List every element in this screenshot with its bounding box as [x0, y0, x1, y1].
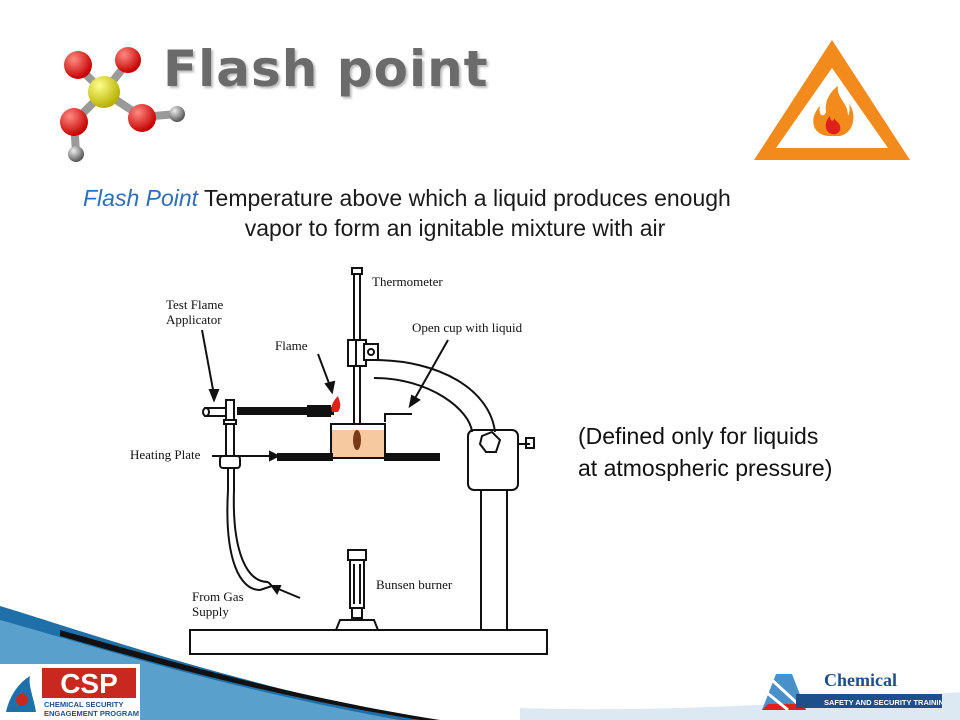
chemical-tagline: SAFETY AND SECURITY TRAINING [824, 698, 942, 707]
label-bunsen-burner: Bunsen burner [376, 577, 453, 592]
flash-point-apparatus-diagram [189, 267, 548, 655]
label-test-flame-applicator: Test Flame Applicator [166, 297, 224, 327]
definition-line-1: Temperature above which a liquid produce… [198, 185, 731, 211]
stand-column [480, 487, 508, 631]
fire-warning-icon [754, 40, 910, 160]
csp-line-2: ENGAGEMENT PROGRAM [44, 709, 139, 718]
flask-icon [762, 674, 806, 712]
stand-base [189, 629, 548, 655]
definition-term: Flash Point [83, 185, 199, 211]
heating-plate-right [384, 453, 440, 461]
chemical-training-logo: Chemical SAFETY AND SECURITY TRAINING [762, 670, 942, 712]
test-flame [331, 396, 341, 412]
molecule-icon [60, 47, 185, 162]
chemical-word: Chemical [824, 670, 897, 690]
page-title: Flash point [163, 40, 489, 98]
heating-plate-left [277, 453, 333, 461]
label-open-cup: Open cup with liquid [412, 320, 523, 335]
flash-point-definition: Flash Point Temperature above which a li… [60, 183, 860, 243]
label-thermometer: Thermometer [372, 274, 443, 289]
label-flame: Flame [275, 338, 308, 353]
csp-line-1: CHEMICAL SECURITY [44, 700, 123, 709]
label-heating-plate: Heating Plate [130, 447, 201, 462]
csp-acronym: CSP [60, 668, 118, 699]
label-gas-supply: From Gas Supply [192, 589, 244, 619]
csp-logo: CSP CHEMICAL SECURITY ENGAGEMENT PROGRAM [0, 664, 140, 720]
liquids-note: (Defined only for liquids at atmospheric… [578, 423, 833, 481]
definition-line-2: vapor to form an ignitable mixture with … [244, 215, 666, 241]
